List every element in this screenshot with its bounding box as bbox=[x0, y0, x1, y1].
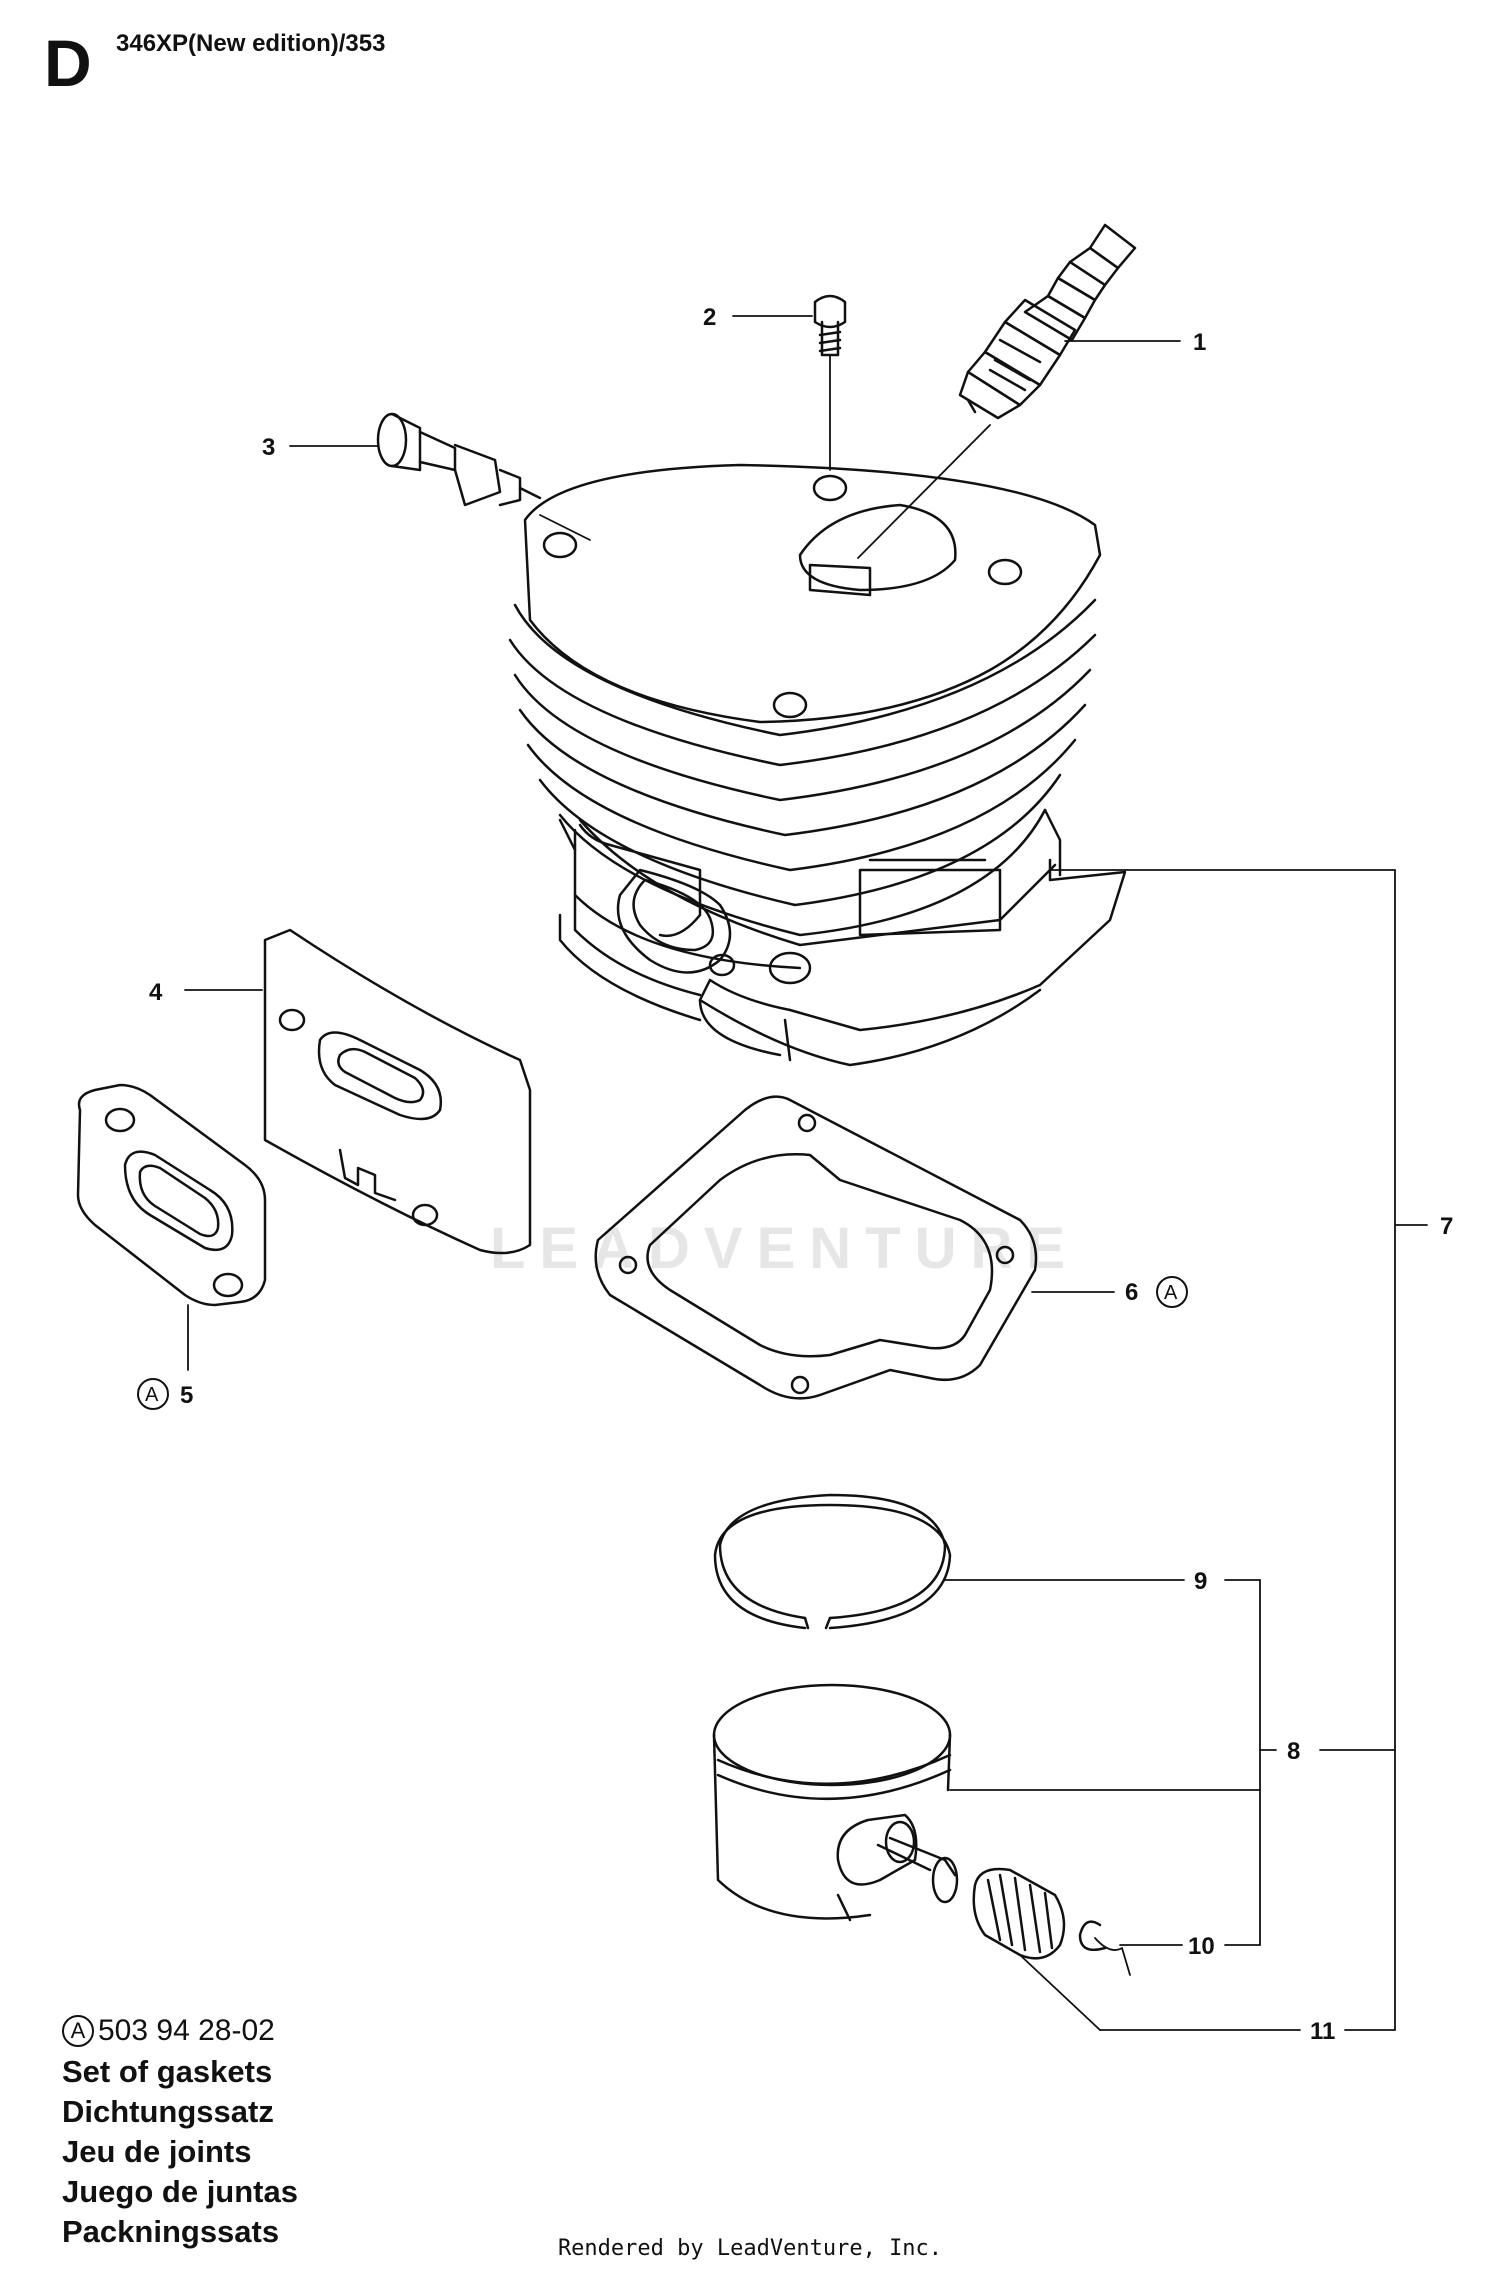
callout-10: 10 bbox=[1188, 1933, 1215, 1960]
piston-ring bbox=[713, 1493, 952, 1630]
cylinder-bolt bbox=[813, 294, 847, 471]
kit-name-sv: Packningssats bbox=[62, 2214, 280, 2249]
callout-1: 1 bbox=[1193, 329, 1206, 356]
kit-part-row: A 503 94 28-02 bbox=[62, 2010, 298, 2052]
callout-5: 5 bbox=[180, 1382, 193, 1409]
callout-8: 8 bbox=[1287, 1738, 1300, 1765]
model-title: 346XP(New edition)/353 bbox=[116, 30, 386, 57]
needle-bearing bbox=[972, 1867, 1066, 1960]
callout-6-group: 6 A bbox=[1125, 1276, 1188, 1308]
kit-ref-badge: A bbox=[62, 2015, 94, 2047]
kit-name-es: Juego de juntas bbox=[62, 2174, 298, 2209]
callout-4: 4 bbox=[149, 979, 163, 1006]
gasket-kit-legend: A 503 94 28-02 Set of gaskets Dichtungss… bbox=[62, 2010, 298, 2252]
muffler-plate bbox=[263, 928, 532, 1255]
callout-9: 9 bbox=[1194, 1568, 1207, 1595]
callout-7: 7 bbox=[1440, 1213, 1453, 1240]
muffler-gasket bbox=[76, 1083, 267, 1307]
callout-2: 2 bbox=[703, 304, 716, 331]
kit-name-fr: Jeu de joints bbox=[62, 2134, 252, 2169]
spark-plug bbox=[958, 223, 1137, 420]
kit-name-en: Set of gaskets bbox=[62, 2054, 273, 2089]
callout-6: 6 bbox=[1125, 1279, 1138, 1306]
callout-5-group: A 5 bbox=[137, 1378, 193, 1410]
ref-badge-a-5: A bbox=[145, 1384, 159, 1406]
section-letter: D bbox=[44, 26, 92, 100]
piston bbox=[712, 1683, 1261, 1922]
cylinder-base-gasket bbox=[594, 1095, 1038, 1400]
callout-11: 11 bbox=[1310, 2018, 1335, 2045]
circlip bbox=[1078, 1920, 1131, 1976]
decompression-valve bbox=[376, 412, 591, 541]
cylinder bbox=[508, 424, 1127, 1067]
ref-badge-a-6: A bbox=[1164, 1282, 1178, 1304]
kit-name-de: Dichtungssatz bbox=[62, 2094, 274, 2129]
footer-rendered-by: Rendered by LeadVenture, Inc. bbox=[557, 2236, 943, 2261]
callout-3: 3 bbox=[262, 434, 275, 461]
kit-part-number: 503 94 28-02 bbox=[98, 2014, 275, 2047]
